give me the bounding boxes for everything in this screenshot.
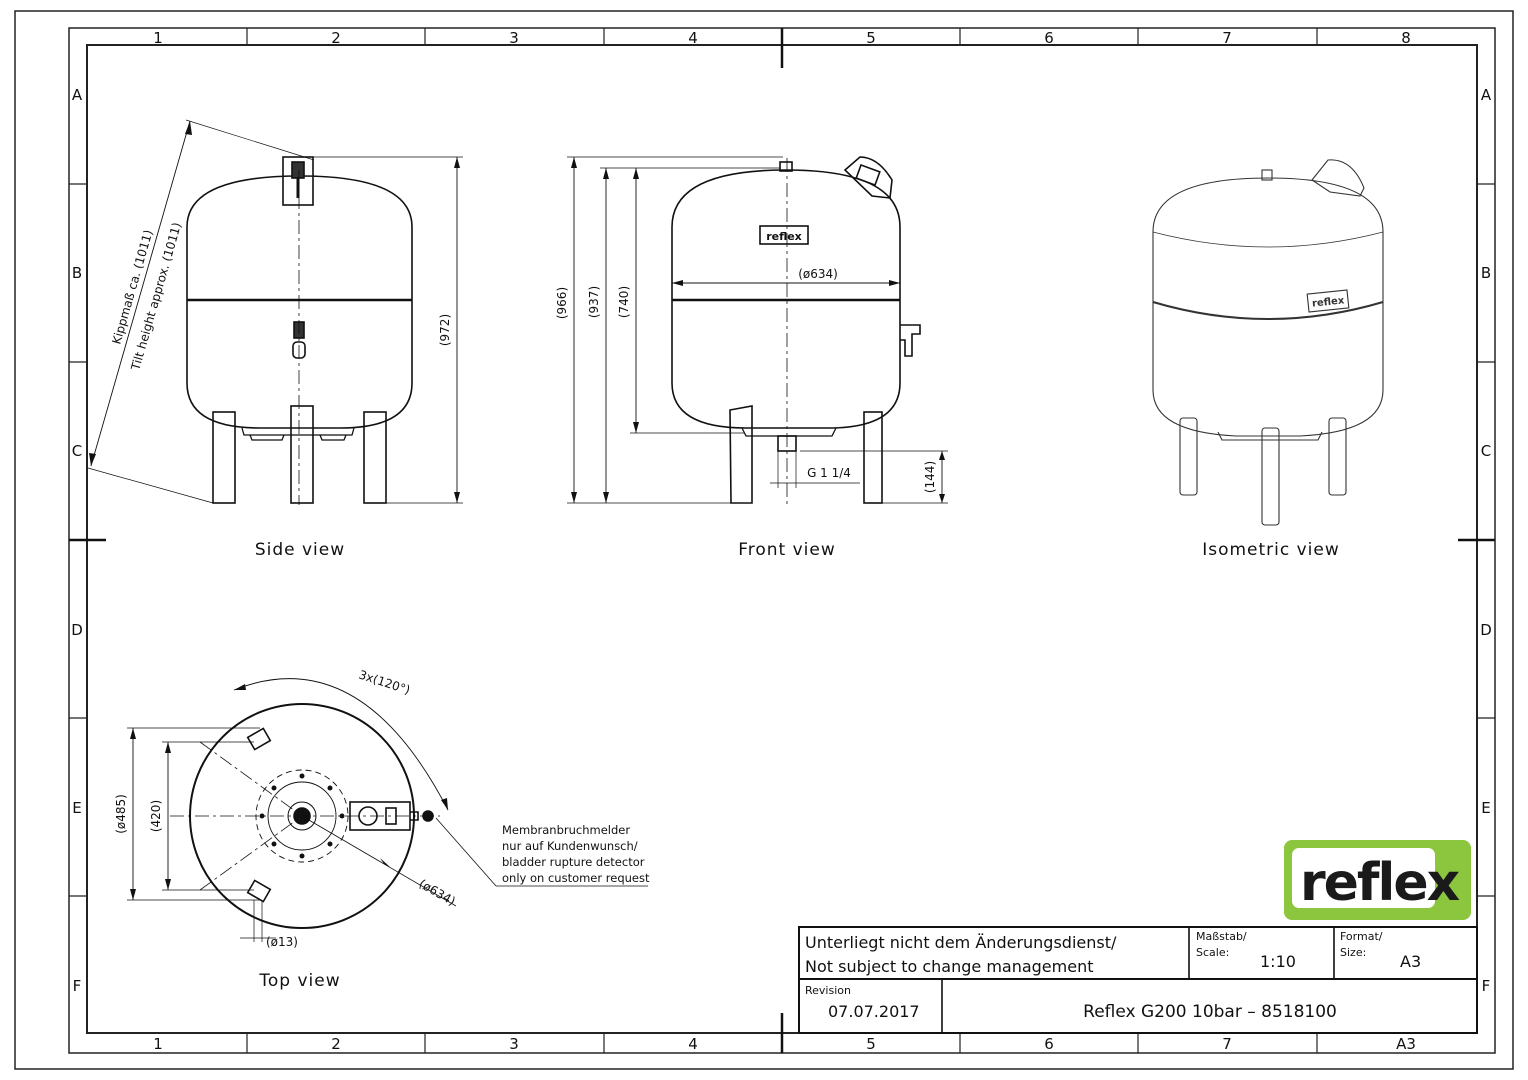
front-144-label: (144) [923, 461, 937, 493]
iso-badge-text: reflex [1311, 295, 1345, 309]
title-block [798, 926, 1478, 1034]
col-num-bottom-2: 2 [331, 1035, 341, 1053]
front-thread-label: G 1 1/4 [807, 466, 851, 480]
logo-text: reflex [1300, 853, 1460, 913]
notice-de: Unterliegt nicht dem Änderungsdienst/ [805, 933, 1117, 952]
top-485-label: (ø485) [114, 794, 128, 834]
side-view-caption: Side view [255, 540, 345, 560]
outer-frame [14, 10, 1514, 1070]
col-num-top-8: 8 [1401, 29, 1411, 47]
side-top-fitting [282, 156, 314, 206]
reflex-logo: reflex [1284, 840, 1471, 920]
top-13-label: (ø13) [266, 935, 298, 949]
iso-leg-left [1179, 417, 1198, 496]
revision-label: Revision [805, 984, 851, 997]
col-num-bottom-4: 4 [688, 1035, 698, 1053]
scale-label-1: Maßstab/ [1196, 930, 1247, 943]
note-line-3: bladder rupture detector [502, 855, 645, 869]
col-num-bottom-3: 3 [509, 1035, 519, 1053]
col-num-bottom-5: 5 [866, 1035, 876, 1053]
col-num-top-6: 6 [1044, 29, 1054, 47]
row-letter-right-b: B [1481, 264, 1491, 282]
front-view: reflex [567, 156, 948, 505]
iso-vessel-body [1152, 177, 1384, 437]
col-num-top-2: 2 [331, 29, 341, 47]
format-label-1: Format/ [1340, 930, 1383, 943]
col-num-top-3: 3 [509, 29, 519, 47]
row-letter-left-a: A [72, 86, 83, 104]
bladder-detector-note: Membranbruchmelder nur auf Kundenwunsch/… [502, 823, 650, 885]
centering-marks [69, 28, 1495, 1053]
front-966-label: (966) [555, 287, 569, 319]
row-letter-left-b: B [72, 264, 82, 282]
scale-label-2: Scale: [1196, 946, 1229, 959]
left-row-letters: A B C D E F [71, 86, 83, 995]
row-letter-left-c: C [72, 442, 82, 460]
col-num-bottom-1: 1 [153, 1035, 163, 1053]
col-num-bottom-7: 7 [1222, 1035, 1232, 1053]
top-leg-pad-upper [246, 727, 272, 751]
col-num-top-7: 7 [1222, 29, 1232, 47]
side-view [87, 119, 463, 505]
right-row-letters: A B C D E F [1480, 86, 1492, 995]
iso-reflex-badge [1306, 289, 1350, 313]
side-leg-left [212, 411, 236, 504]
row-letter-right-c: C [1481, 442, 1491, 460]
side-vessel-body [186, 175, 413, 429]
format-label-2: Size: [1340, 946, 1366, 959]
front-leg-right [863, 411, 883, 504]
front-740-label: (740) [617, 286, 631, 318]
front-view-caption: Front view [738, 540, 836, 560]
note-line-2: nur auf Kundenwunsch/ [502, 839, 638, 853]
front-leg-left [729, 405, 753, 504]
row-letter-right-d: D [1480, 621, 1492, 639]
top-zone-ticks [69, 28, 1495, 1053]
front-937-label: (937) [587, 286, 601, 318]
top-leg-pad-lower [246, 879, 272, 903]
notice-en: Not subject to change management [805, 957, 1094, 976]
row-letter-right-e: E [1481, 799, 1490, 817]
iso-vessel-seam [1152, 301, 1384, 320]
side-leg-right [363, 411, 387, 504]
front-badge-text: reflex [766, 230, 802, 243]
row-letter-left-d: D [71, 621, 83, 639]
side-height-label: (972) [438, 314, 452, 346]
top-view [127, 678, 648, 942]
top-view-caption: Top view [258, 971, 340, 991]
iso-leg-right [1328, 417, 1347, 496]
top-angle-label: 3x(120°) [357, 668, 412, 698]
bottom-column-numbers: 1 2 3 4 5 6 7 A3 [153, 1035, 1416, 1053]
revision-value: 07.07.2017 [828, 1002, 920, 1021]
front-diameter-label: (ø634) [798, 267, 838, 281]
iso-gauge-housing [1311, 159, 1365, 197]
row-letter-left-f: F [73, 977, 82, 995]
drawing-title: Reflex G200 10bar – 8518100 [1083, 1002, 1337, 1022]
front-reflex-badge [759, 225, 809, 245]
title-block-text: Unterliegt nicht dem Änderungsdienst/ No… [805, 930, 1421, 1022]
isometric-view-caption: Isometric view [1202, 540, 1340, 560]
top-column-numbers: 1 2 3 4 5 6 7 8 [153, 29, 1411, 47]
format-value: A3 [1400, 952, 1421, 971]
note-line-4: only on customer request [502, 871, 650, 885]
drawing-frame [86, 44, 1478, 1034]
note-line-1: Membranbruchmelder [502, 823, 630, 837]
top-420-label: (420) [149, 800, 163, 832]
front-vessel-body [671, 169, 901, 429]
top-634-label: (ø634) [417, 876, 458, 908]
col-num-top-5: 5 [866, 29, 876, 47]
isometric-view: reflex [1152, 159, 1384, 526]
col-num-top-4: 4 [688, 29, 698, 47]
col-num-bottom-6: 6 [1044, 1035, 1054, 1053]
row-letter-right-a: A [1481, 86, 1492, 104]
front-gauge-housing [843, 156, 893, 199]
row-letter-left-e: E [72, 799, 81, 817]
row-letter-right-f: F [1482, 977, 1491, 995]
col-num-bottom-8: A3 [1396, 1035, 1416, 1053]
col-num-top-1: 1 [153, 29, 163, 47]
scale-value: 1:10 [1260, 952, 1296, 971]
side-leg-center [290, 405, 314, 504]
iso-leg-front [1261, 427, 1280, 526]
